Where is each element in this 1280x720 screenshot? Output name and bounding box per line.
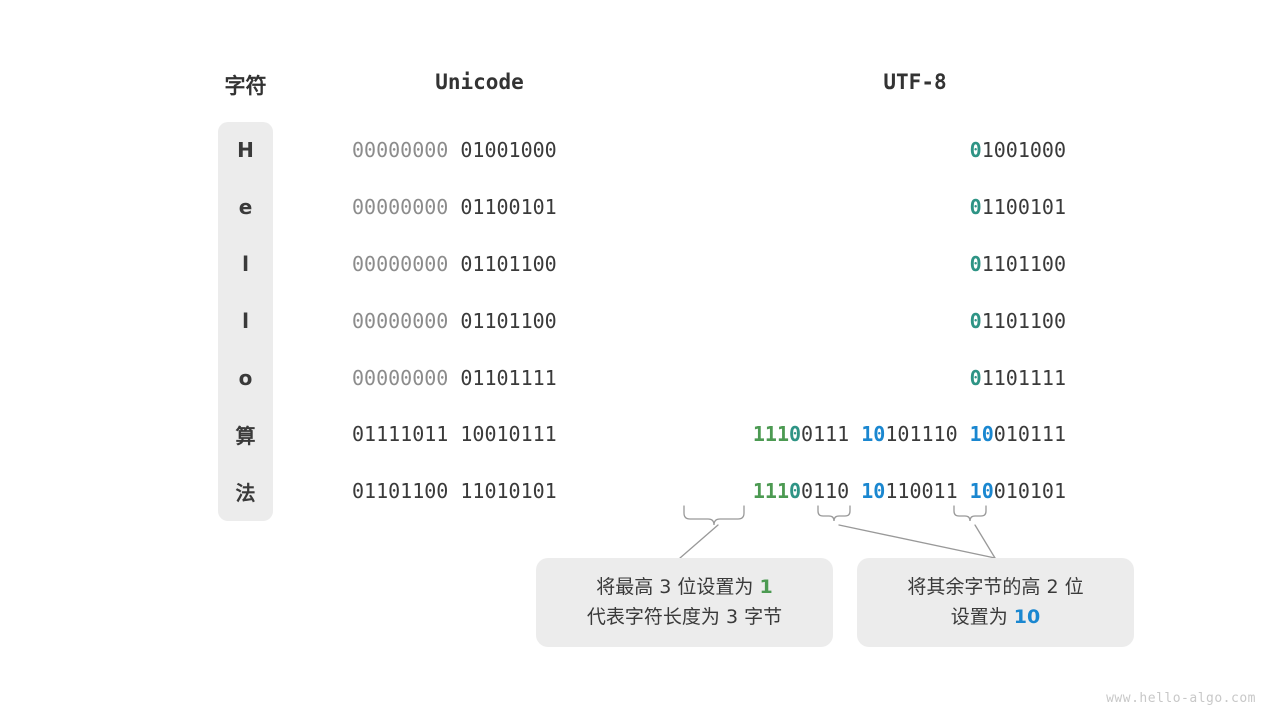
unicode-high-byte: 01101100 xyxy=(352,479,449,503)
callout-right-line-2: 设置为 10 xyxy=(951,603,1041,632)
utf8-byte2-payload: 101110 xyxy=(885,422,970,446)
char-cell-1: e xyxy=(238,195,253,219)
utf8-byte2-payload: 110011 xyxy=(885,479,970,503)
unicode-row-5: 01111011 10010111 xyxy=(352,414,557,454)
callout-left-line-1-text: 将最高 3 位设置为 xyxy=(596,576,760,599)
utf8-payload-bits: 1101111 xyxy=(981,366,1066,390)
leader-line-right-2 xyxy=(974,524,996,559)
header-utf8: UTF-8 xyxy=(883,70,947,94)
utf8-payload-bits: 1001000 xyxy=(981,138,1066,162)
leader-line-left xyxy=(679,524,719,559)
utf8-cont-marker-1: 10 xyxy=(861,422,886,446)
callout-left-line-2: 代表字符长度为 3 字节 xyxy=(586,605,783,628)
utf8-cont-marker-2: 10 xyxy=(969,479,994,503)
char-cell-4: o xyxy=(238,366,253,390)
utf8-payload-bits: 1101100 xyxy=(981,309,1066,333)
utf8-cont-marker-2: 10 xyxy=(969,422,994,446)
callout-lead-byte: 将最高 3 位设置为 1 代表字符长度为 3 字节 xyxy=(536,558,833,647)
char-cell-6: 法 xyxy=(235,480,256,505)
utf8-prefix-bits: 0 xyxy=(969,195,982,219)
utf8-lead-zero: 0 xyxy=(789,422,802,446)
callout-left-line-1: 将最高 3 位设置为 1 xyxy=(596,573,772,602)
utf8-lead-marker: 111 xyxy=(752,479,789,503)
utf8-byte3-payload: 010101 xyxy=(993,479,1066,503)
header-unicode: Unicode xyxy=(435,70,524,94)
character-column-pill xyxy=(218,122,273,521)
unicode-high-byte: 00000000 xyxy=(352,309,449,333)
brace-lead-bits xyxy=(683,505,745,526)
utf8-payload-bits: 1101100 xyxy=(981,252,1066,276)
utf8-prefix-bits: 0 xyxy=(969,309,982,333)
unicode-low-byte: 11010101 xyxy=(460,479,557,503)
char-cell-5: 算 xyxy=(235,423,256,448)
leader-line-right-1 xyxy=(838,524,996,559)
utf8-prefix-bits: 0 xyxy=(969,366,982,390)
unicode-low-byte: 01101100 xyxy=(460,252,557,276)
utf8-byte3-payload: 010111 xyxy=(993,422,1066,446)
callout-right-value: 10 xyxy=(1013,605,1041,628)
unicode-high-byte: 01111011 xyxy=(352,422,449,446)
char-cell-3: l xyxy=(242,309,249,333)
char-cell-2: l xyxy=(242,252,249,276)
utf8-prefix-bits: 0 xyxy=(969,138,982,162)
callout-left-value: 1 xyxy=(759,576,773,599)
char-cell-0: H xyxy=(237,138,254,162)
unicode-low-byte: 01100101 xyxy=(460,195,557,219)
unicode-row-2: 00000000 01101100 xyxy=(352,244,557,284)
unicode-row-1: 00000000 01100101 xyxy=(352,187,557,227)
unicode-low-byte: 10010111 xyxy=(460,422,557,446)
unicode-high-byte: 00000000 xyxy=(352,252,449,276)
callout-right-line-2-text: 设置为 xyxy=(950,605,1014,628)
unicode-row-3: 00000000 01101100 xyxy=(352,301,557,341)
unicode-high-byte: 00000000 xyxy=(352,366,449,390)
callout-right-line-1: 将其余字节的高 2 位 xyxy=(907,576,1084,599)
utf8-cont-marker-1: 10 xyxy=(861,479,886,503)
unicode-row-0: 00000000 01001000 xyxy=(352,130,557,170)
utf8-lead-marker: 111 xyxy=(752,422,789,446)
watermark: www.hello-algo.com xyxy=(1106,691,1256,706)
callout-continuation-byte: 将其余字节的高 2 位 设置为 10 xyxy=(857,558,1134,647)
utf8-byte1-payload: 0110 xyxy=(801,479,862,503)
unicode-low-byte: 01101100 xyxy=(460,309,557,333)
header-character: 字符 xyxy=(224,74,267,98)
utf8-lead-zero: 0 xyxy=(789,479,802,503)
unicode-row-4: 00000000 01101111 xyxy=(352,358,557,398)
utf8-byte1-payload: 0111 xyxy=(801,422,862,446)
unicode-low-byte: 01001000 xyxy=(460,138,557,162)
unicode-high-byte: 00000000 xyxy=(352,195,449,219)
unicode-high-byte: 00000000 xyxy=(352,138,449,162)
utf8-prefix-bits: 0 xyxy=(969,252,982,276)
unicode-row-6: 01101100 11010101 xyxy=(352,471,557,511)
utf8-payload-bits: 1100101 xyxy=(981,195,1066,219)
unicode-low-byte: 01101111 xyxy=(460,366,557,390)
